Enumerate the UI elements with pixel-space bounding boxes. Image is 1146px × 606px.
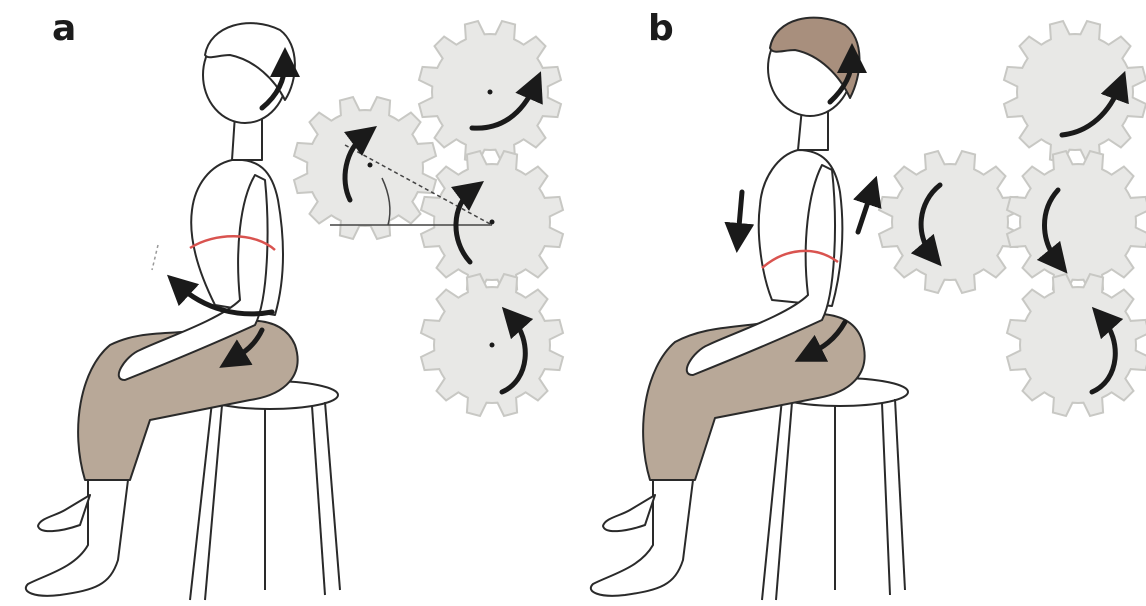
panel-b	[591, 18, 1146, 600]
lower-leg-a	[26, 480, 128, 596]
stool-a	[190, 381, 340, 600]
gear-icon	[879, 151, 1021, 293]
panel-a	[26, 21, 563, 600]
seated-woman-b	[591, 18, 865, 596]
gear-body	[294, 97, 436, 239]
gear-body	[1004, 21, 1146, 163]
curved-arrow-icon	[858, 190, 872, 232]
gear-train-a	[294, 21, 563, 416]
gear-icon	[1007, 151, 1146, 293]
gear-body	[1007, 151, 1146, 293]
lower-leg-b	[591, 480, 693, 596]
gear-icon	[1007, 274, 1146, 416]
gear-icon	[294, 97, 436, 239]
gear-body	[1007, 274, 1146, 416]
gear-body	[879, 151, 1021, 293]
stool-b	[762, 378, 908, 600]
curved-arrow-icon	[738, 192, 742, 238]
seated-woman-a	[26, 23, 298, 596]
gear-icon	[1004, 21, 1146, 163]
